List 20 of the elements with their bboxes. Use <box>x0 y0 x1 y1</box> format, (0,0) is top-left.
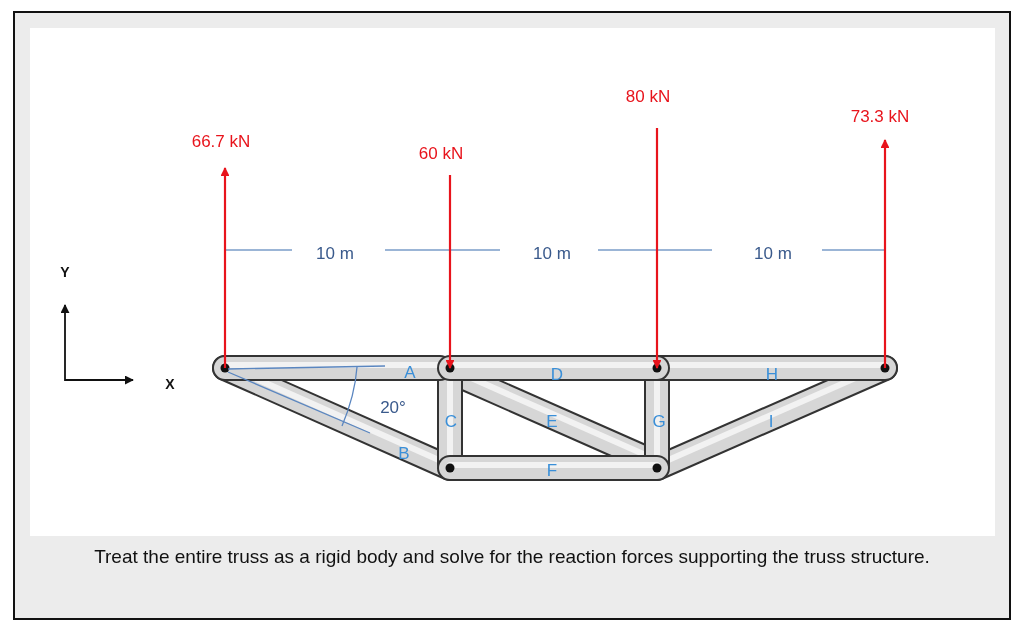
force-label: 66.7 kN <box>191 132 251 150</box>
member-label: H <box>765 365 779 383</box>
force-label: 80 kN <box>625 87 671 105</box>
force-label: 73.3 kN <box>850 107 910 125</box>
axis-label: X <box>165 377 175 391</box>
axis-label: Y <box>60 265 70 279</box>
member-label: G <box>652 412 666 430</box>
member-label: D <box>550 365 564 383</box>
dimension-label: 10 m <box>754 244 792 262</box>
dimension-label: 10 m <box>533 244 571 262</box>
member-label: I <box>768 412 774 430</box>
member-label: C <box>444 412 458 430</box>
member-label: F <box>546 461 558 479</box>
caption: Treat the entire truss as a rigid body and solve for the reaction forces supporting the truss structure. <box>93 545 931 569</box>
member-label: E <box>546 412 558 430</box>
member-label: B <box>398 444 410 462</box>
member-label: A <box>404 363 416 381</box>
force-label: 60 kN <box>418 144 464 162</box>
angle-label: 20° <box>380 398 406 416</box>
dimension-label: 10 m <box>316 244 354 262</box>
